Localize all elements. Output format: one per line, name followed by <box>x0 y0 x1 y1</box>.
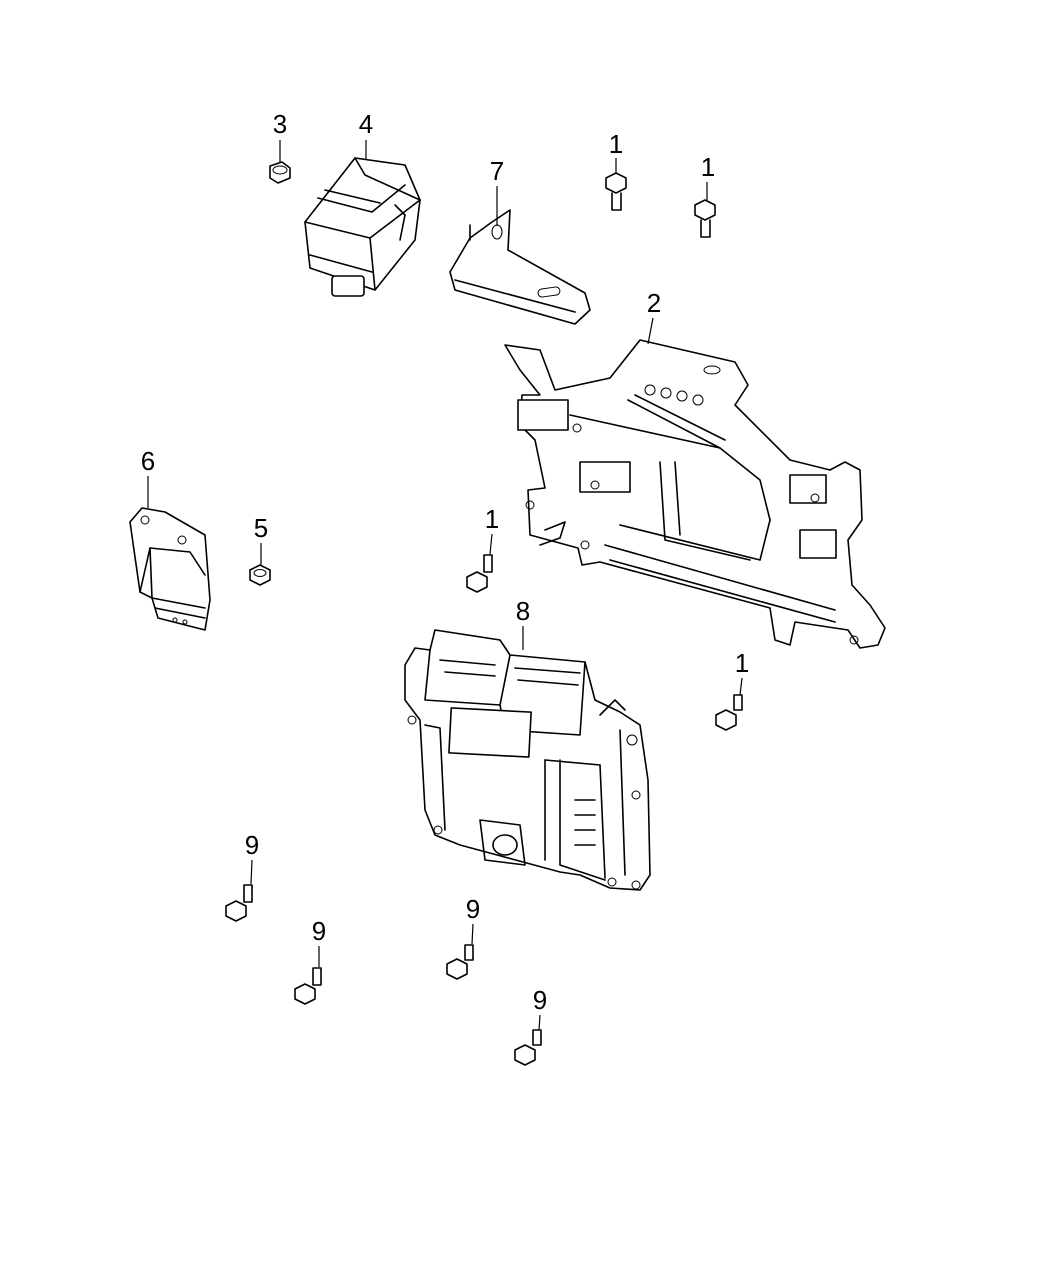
part-9-bolt-1[interactable] <box>225 884 253 922</box>
part-7-bracket[interactable] <box>449 209 591 325</box>
part-4-module[interactable] <box>304 157 421 297</box>
callout-1-right: 1 <box>735 648 749 678</box>
part-6-relay[interactable] <box>129 507 211 631</box>
leader-lines <box>147 140 743 1031</box>
part-1-bolt-top-right[interactable] <box>694 199 716 238</box>
part-9-bolt-2[interactable] <box>294 967 322 1005</box>
callout-5: 5 <box>254 513 268 543</box>
part-1-bolt-middle[interactable] <box>466 554 493 593</box>
callout-3: 3 <box>273 109 287 139</box>
callout-9-c: 9 <box>466 894 480 924</box>
callout-9-b: 9 <box>312 916 326 946</box>
callout-2: 2 <box>647 288 661 318</box>
part-9-bolt-3[interactable] <box>446 944 474 980</box>
callout-7: 7 <box>490 156 504 186</box>
part-3-nut[interactable] <box>269 161 291 184</box>
part-5-nut[interactable] <box>249 564 271 586</box>
callout-1-middle: 1 <box>485 504 499 534</box>
part-9-bolt-4[interactable] <box>514 1029 542 1066</box>
callouts: 3 4 7 1 1 2 6 5 1 8 1 9 9 9 9 <box>141 109 749 1015</box>
callout-6: 6 <box>141 446 155 476</box>
part-1-bolt-top-left[interactable] <box>605 172 627 211</box>
callout-1-top-left: 1 <box>609 129 623 159</box>
part-1-bolt-right[interactable] <box>715 694 743 731</box>
part-8-control-module[interactable] <box>404 629 651 891</box>
callout-9-a: 9 <box>245 830 259 860</box>
callout-4: 4 <box>359 109 373 139</box>
part-2-mounting-bracket[interactable] <box>504 339 886 649</box>
callout-8: 8 <box>516 596 530 626</box>
callout-1-top-right: 1 <box>701 152 715 182</box>
callout-9-d: 9 <box>533 985 547 1015</box>
